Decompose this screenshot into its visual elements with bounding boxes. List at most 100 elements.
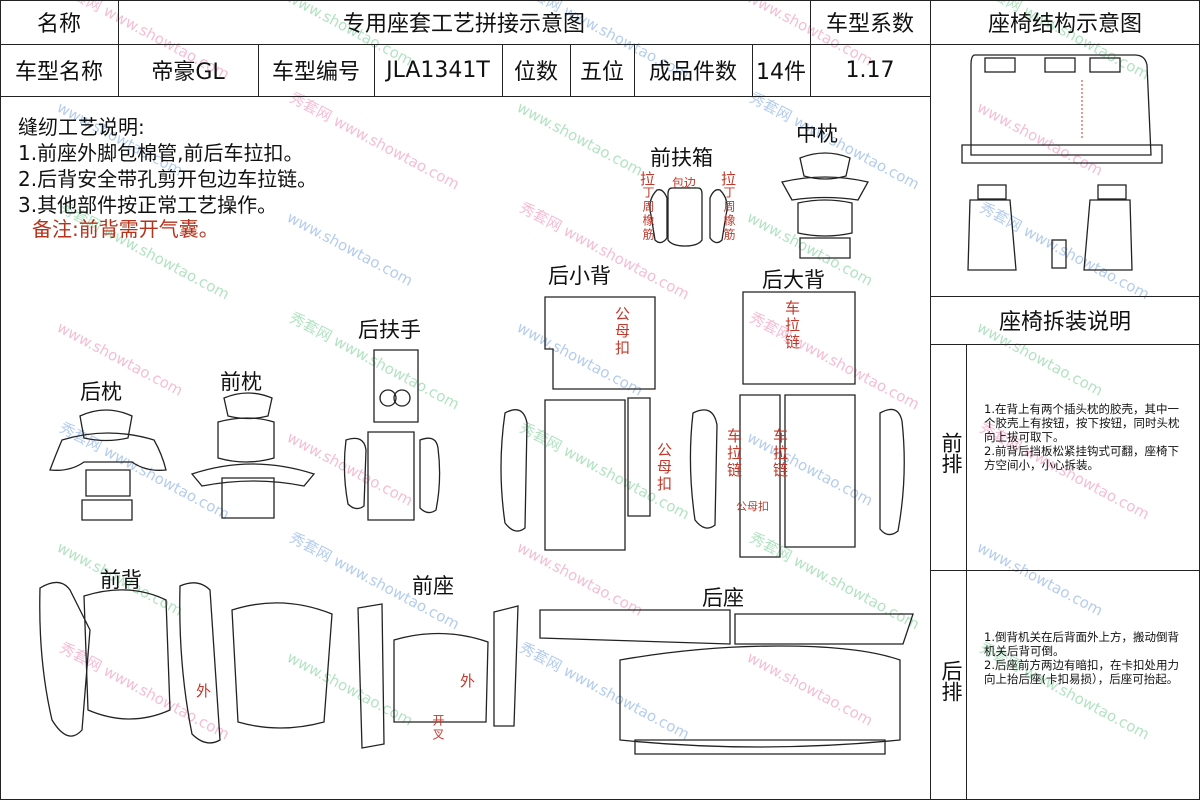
front-headrest-wing [190,463,316,487]
struct-front-seat-right [1083,199,1133,271]
grid-line [374,44,375,96]
mark-pull: 拉 [640,170,656,188]
model-name-value: 帝豪GL [151,60,225,85]
sewing-step: 1.前座外脚包棉管,前后车拉扣。 [18,141,304,165]
front-headrest-bottom [221,477,275,519]
sewing-step: 2.后背安全带孔剪开包边车拉链。 [18,167,318,191]
center-headrest-band [781,176,869,201]
model-code-value: JLA1341T [386,57,490,83]
rear-small-back-main [544,399,626,551]
part-label-front-armrest-box: 前扶箱 [650,146,713,170]
front-back-rear [231,602,333,729]
armrest-box-left-piece [649,189,668,244]
mark-zipper: 车拉链 [771,428,789,479]
armrest-box-right-piece [709,189,728,244]
grid-line [930,0,931,800]
rear-seat-top-strip-right [734,613,914,645]
rear-armrest-body [367,431,415,521]
rear-headrest-top [79,409,133,442]
rear-large-back-left [739,394,781,558]
rear-large-back-wing-right [879,408,905,536]
part-label-center-headrest: 中枕 [796,122,838,146]
rear-seat-top-strip-left [539,609,731,645]
sewing-heading: 缝纫工艺说明: [18,115,145,139]
sewing-note: 备注:前背需开气囊。 [32,217,219,241]
rear-armrest-side-left [343,437,367,510]
rear-seat-bottom [634,739,886,755]
rear-armrest-side-right [419,437,441,514]
front-back-main [83,589,171,720]
struct-rear-bench [970,54,1152,156]
front-back-left-wing [39,581,91,737]
grid-line [966,344,967,800]
page-title: 专用座套工艺拼接示意图 [342,12,585,37]
mark-zipper: 车拉链 [725,428,743,479]
coef-value: 1.17 [845,57,895,83]
mark-snap: 公母扣 [736,500,769,513]
mark-rib: 丁周橡筋 [722,186,736,242]
pieces-value: 14件 [756,60,806,85]
grid-line [930,344,1200,345]
mark-outer: 外 [460,672,476,690]
front-headrest-top [223,392,273,420]
front-seat-main [393,632,489,723]
grid-line [810,0,811,96]
grid-line [118,0,119,96]
front-back-right-wing [179,582,221,744]
front-headrest-band [217,417,275,463]
front-seat-right-strip [493,605,519,727]
disassembly-title: 座椅拆装说明 [998,310,1131,335]
grid-line [0,96,930,97]
part-label-front-back: 前背 [100,568,142,592]
name-label: 名称 [36,12,81,37]
model-code-label: 车型编号 [271,60,360,85]
seats-label: 位数 [513,60,558,85]
model-name-label: 车型名称 [14,60,103,85]
rear-headrest-bottom [81,499,133,521]
struct-title: 座椅结构示意图 [987,12,1142,37]
grid-line [752,44,753,96]
front-row-instructions: 1.在背上有两个插头枕的胶壳，其中一个胶壳上有按钮，按下按钮，同时头枕向上拔可取… [984,402,1180,472]
grid-line [930,296,1200,297]
rear-headrest-band [49,432,167,471]
grid-line [930,570,1200,571]
mark-rib: 丁周橡筋 [641,186,655,242]
rear-row-instructions: 1.倒背机关在后背面外上方，搬动倒背机关后背可倒。 2.后座前方两边有暗扣，在卡… [984,630,1179,686]
sewing-step: 3.其他部件按正常工艺操作。 [18,193,278,217]
mark-cover-edge: 包边 [672,176,697,190]
coef-label: 车型系数 [825,12,914,37]
part-label-rear-large-back: 后大背 [762,268,825,292]
rear-large-back-top [742,291,856,385]
pieces-label: 成品件数 [648,60,737,85]
rear-armrest-top [373,349,419,423]
mark-zipper: 车拉链 [783,300,801,351]
rear-headrest-body [85,469,131,497]
center-headrest-bottom [799,237,851,259]
armrest-box-center-piece [667,187,703,247]
seats-value: 五位 [579,60,624,85]
part-label-rear-armrest: 后扶手 [358,318,421,342]
rear-row-label: 后排 [939,660,963,702]
part-label-front-headrest: 前枕 [220,370,262,394]
struct-rear-cushion [961,144,1163,164]
front-row-label: 前排 [939,432,963,474]
mark-outer: 外 [196,682,212,700]
rear-small-back-top [544,296,656,390]
struct-front-seat-left [967,199,1017,271]
mark-snap: 公母扣 [613,306,631,357]
rear-small-back-wing-left [500,409,528,532]
grid-line [634,44,635,96]
grid-line [258,44,259,96]
rear-large-back-wing-left [689,409,718,529]
front-seat-left-strip [357,603,385,749]
mark-open-slit: 开叉 [431,714,445,742]
mark-snap: 公母扣 [655,442,673,493]
grid-line [0,44,930,45]
grid-line [930,44,1200,45]
part-label-front-seat: 前座 [412,574,454,598]
rear-small-back-side [627,397,651,517]
center-headrest-body [797,199,853,237]
mark-pull: 拉 [721,170,737,188]
grid-line [502,44,503,96]
rear-seat-main [619,645,901,748]
